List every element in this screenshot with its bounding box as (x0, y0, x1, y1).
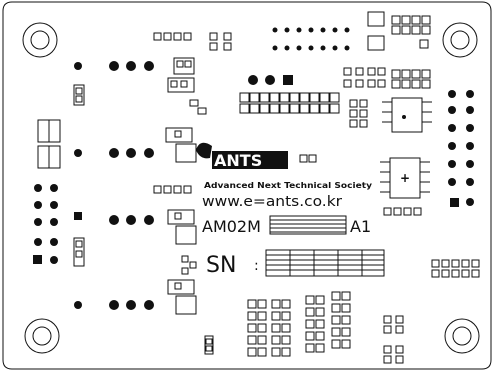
through-holes-left (74, 61, 154, 310)
component-block-4 (167, 279, 197, 315)
mounting-hole-top-right (442, 22, 478, 58)
jumper-left-upper (73, 84, 85, 106)
resistor-array-right (431, 259, 480, 278)
header-pads-top (153, 32, 232, 51)
tagline-text: Advanced Next Technical Society (204, 181, 372, 190)
connector-center (239, 75, 340, 114)
mounting-hole-bottom-right (444, 318, 480, 354)
website-text: www.e=ants.co.kr (202, 194, 342, 210)
mounting-hole-top-left (22, 22, 58, 58)
svg-text:+: + (400, 171, 410, 185)
serial-label: SN (206, 253, 236, 278)
model-bar (269, 215, 347, 235)
header-right (448, 90, 474, 207)
ic-right-upper (349, 97, 432, 133)
logo-text: ANTS (214, 151, 262, 170)
resistor-row-mid (153, 185, 192, 194)
model-text: AM02M (202, 217, 261, 236)
header-left (33, 184, 58, 264)
component-block-1 (167, 57, 207, 115)
component-block-3 (167, 209, 197, 245)
capacitor-pairs-bottom (204, 315, 404, 364)
revision-text: A1 (350, 217, 371, 236)
sn-small-parts (181, 255, 197, 275)
mounting-hole-bottom-left (24, 318, 60, 354)
serial-colon: : (254, 258, 259, 274)
jumper-left-lower (73, 237, 85, 267)
jumper-left-pair (37, 119, 61, 169)
ants-logo: ANTS (196, 142, 317, 170)
ic-right-lower: + (380, 157, 430, 216)
component-block-2 (165, 127, 197, 163)
via-row-top (272, 27, 350, 51)
resistor-array-bottom (247, 291, 351, 357)
serial-bar (265, 249, 385, 277)
ic-top-right (343, 11, 431, 89)
